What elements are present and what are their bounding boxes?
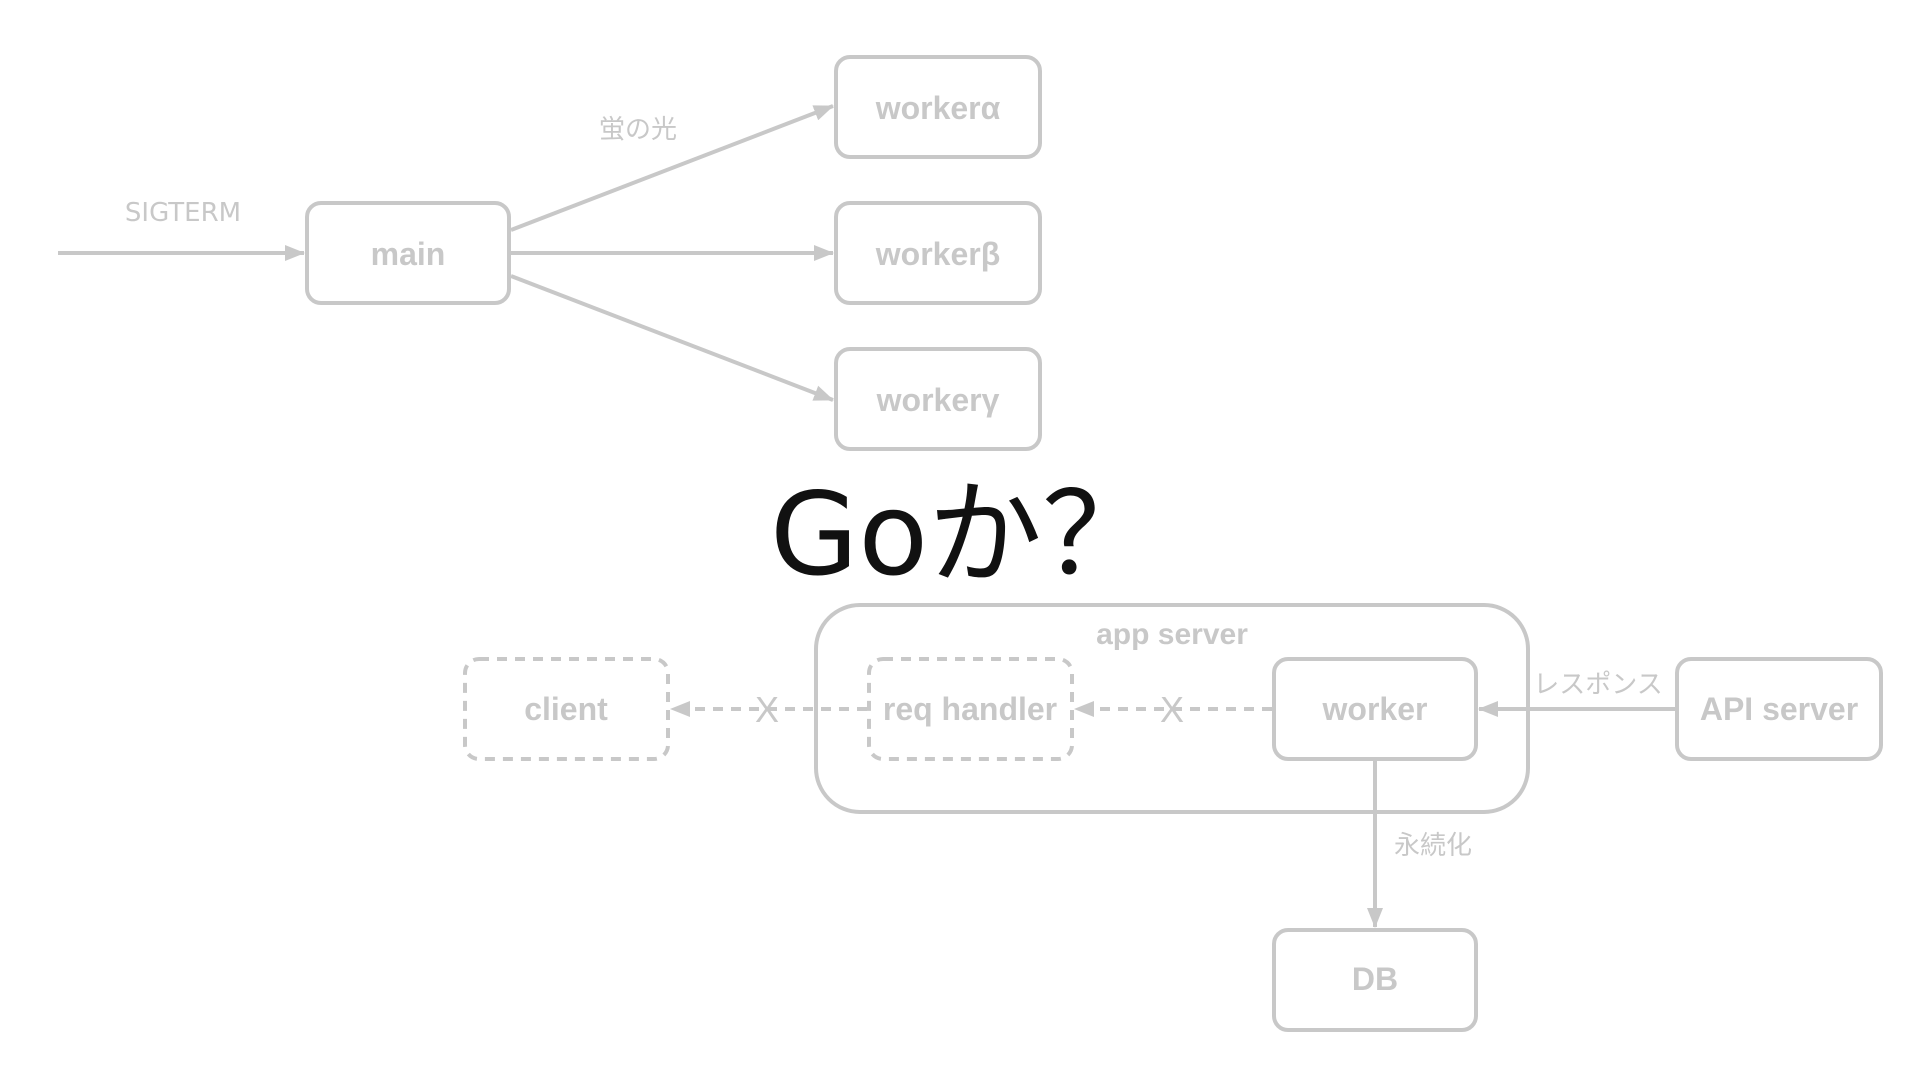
bottom-diagram: app server client req handler worker API… [463,603,1883,1032]
worker-alpha-node [834,55,1042,159]
worker-node-label: worker [1322,691,1428,727]
main-to-worker-gamma-arrow [510,274,834,402]
worker-alpha-label: workerα [875,90,1001,126]
top-diagram: SIGTERM main 蛍の光 workerα workerβ workerγ [58,55,1042,451]
api-server-label: API server [1700,691,1858,727]
worker-gamma-node [834,347,1042,451]
db-node [1272,928,1478,1032]
client-node-label: client [524,691,608,727]
db-node-label: DB [1352,961,1398,997]
client-node [463,657,670,761]
worker-node [1272,657,1478,761]
app-server-label: app server [1096,618,1248,651]
main-node-label: main [371,236,446,272]
main-node [305,201,511,305]
sigterm-label: SIGTERM [125,198,241,228]
broadcast-label: 蛍の光 [599,115,677,145]
main-to-worker-alpha-arrow [510,104,834,232]
worker-gamma-label: workerγ [876,382,1000,418]
cut-mark-2: X [755,689,779,730]
worker-beta-label: workerβ [875,236,1000,272]
req-handler-label: req handler [883,691,1057,727]
persist-label: 永続化 [1394,831,1472,861]
slide-title: Goか？ [770,468,1157,601]
req-handler-node [867,657,1074,761]
cut-mark-1: X [1160,689,1184,730]
worker-beta-node [834,201,1042,305]
response-label: レスポンス [1533,670,1662,700]
